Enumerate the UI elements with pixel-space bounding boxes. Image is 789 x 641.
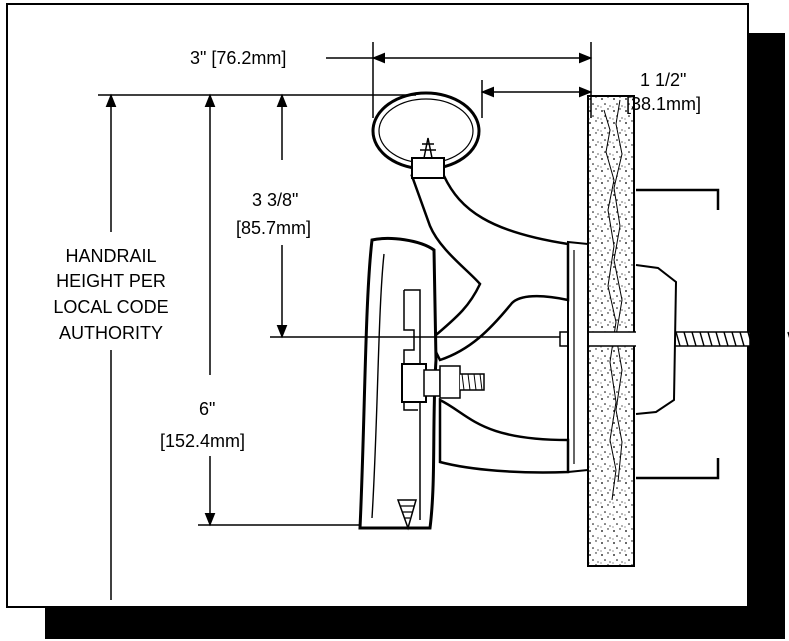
- bracket-arm-lower: [438, 397, 570, 474]
- note-line-4: AUTHORITY: [59, 323, 163, 343]
- total-height-dimension-label-1: 6": [199, 399, 215, 419]
- rail-height-dimension-label-1: 3 3/8": [252, 190, 298, 210]
- dimension-lines: [98, 42, 593, 600]
- note-line-1: HANDRAIL: [65, 246, 156, 266]
- handrail-profile: [371, 91, 481, 179]
- width-dimension-label: 3" [76.2mm]: [190, 48, 286, 68]
- bracket-flange: [567, 240, 589, 474]
- bracket-arm: [410, 174, 570, 362]
- wall-section: [587, 95, 635, 567]
- side-plate: [358, 236, 485, 531]
- handrail-height-note: HANDRAIL HEIGHT PER LOCAL CODE AUTHORITY: [53, 246, 168, 343]
- rail-height-dimension-label-2: [85.7mm]: [236, 218, 311, 238]
- clearance-dimension-label-1: 1 1/2": [640, 70, 686, 90]
- mounting-bolt: [559, 188, 789, 480]
- clearance-dimension-label-2: [38.1mm]: [626, 94, 701, 114]
- note-line-2: HEIGHT PER: [56, 271, 166, 291]
- total-height-dimension-label-2: [152.4mm]: [160, 431, 245, 451]
- note-line-3: LOCAL CODE: [53, 297, 168, 317]
